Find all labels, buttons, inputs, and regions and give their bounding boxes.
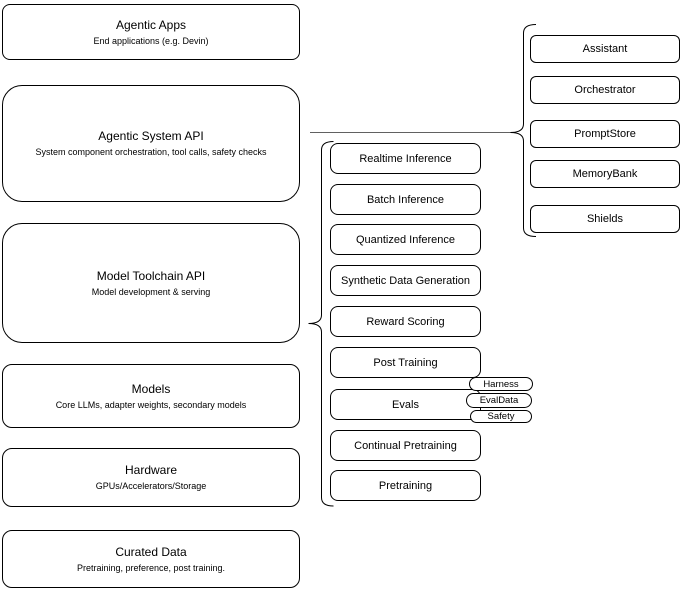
- tag-label: Harness: [483, 378, 519, 390]
- node-title: Curated Data: [115, 544, 187, 559]
- node-title: Model Toolchain API: [96, 268, 206, 283]
- node-label: MemoryBank: [572, 168, 638, 180]
- node-label: Post Training: [373, 356, 438, 369]
- node-title: Models: [131, 381, 171, 396]
- node-label: Realtime Inference: [359, 152, 452, 165]
- node-label: Assistant: [582, 43, 628, 55]
- node-shields: Shields: [530, 205, 680, 233]
- node-label: Synthetic Data Generation: [340, 274, 471, 287]
- node-label: Orchestrator: [574, 84, 636, 96]
- node-title: Agentic System API: [98, 129, 204, 143]
- node-evals: Evals: [330, 389, 481, 420]
- node-title: Hardware: [124, 463, 178, 477]
- node-label: Quantized Inference: [355, 233, 456, 246]
- node-reward-scoring: Reward Scoring: [330, 306, 481, 337]
- node-agentic-apps: Agentic Apps End applications (e.g. Devi…: [2, 4, 300, 60]
- node-assistant: Assistant: [530, 35, 680, 63]
- node-subtitle: End applications (e.g. Devin): [93, 35, 209, 46]
- node-label: Batch Inference: [366, 193, 445, 206]
- node-hardware: Hardware GPUs/Accelerators/Storage: [2, 448, 300, 507]
- node-label: Shields: [586, 213, 624, 225]
- tag-harness: Harness: [469, 377, 533, 391]
- node-realtime-inference: Realtime Inference: [330, 143, 481, 174]
- node-label: Continual Pretraining: [354, 439, 457, 452]
- node-label: PromptStore: [574, 128, 636, 140]
- node-pretraining: Pretraining: [330, 470, 481, 501]
- node-promptstore: PromptStore: [530, 120, 680, 148]
- node-subtitle: System component orchestration, tool cal…: [35, 147, 267, 157]
- node-model-toolchain-api: Model Toolchain API Model development & …: [2, 223, 300, 343]
- node-memorybank: MemoryBank: [530, 160, 680, 188]
- node-synthetic-data-generation: Synthetic Data Generation: [330, 265, 481, 296]
- node-quantized-inference: Quantized Inference: [330, 224, 481, 255]
- node-title: Agentic Apps: [115, 17, 187, 32]
- tag-evaldata: EvalData: [466, 393, 532, 408]
- node-agentic-system-api: Agentic System API System component orch…: [2, 85, 300, 202]
- tag-label: Safety: [487, 411, 515, 422]
- node-post-training: Post Training: [330, 347, 481, 378]
- node-models: Models Core LLMs, adapter weights, secon…: [2, 364, 300, 428]
- node-orchestrator: Orchestrator: [530, 76, 680, 104]
- node-subtitle: GPUs/Accelerators/Storage: [95, 481, 207, 491]
- node-curated-data: Curated Data Pretraining, preference, po…: [2, 530, 300, 588]
- node-subtitle: Core LLMs, adapter weights, secondary mo…: [55, 399, 247, 410]
- tag-label: EvalData: [479, 395, 519, 406]
- node-label: Evals: [392, 398, 419, 411]
- node-continual-pretraining: Continual Pretraining: [330, 430, 481, 461]
- tag-safety: Safety: [470, 410, 532, 423]
- node-subtitle: Pretraining, preference, post training.: [76, 562, 226, 573]
- node-label: Pretraining: [378, 479, 433, 492]
- node-subtitle: Model development & serving: [91, 286, 211, 297]
- node-label: Reward Scoring: [366, 315, 445, 328]
- node-batch-inference: Batch Inference: [330, 184, 481, 215]
